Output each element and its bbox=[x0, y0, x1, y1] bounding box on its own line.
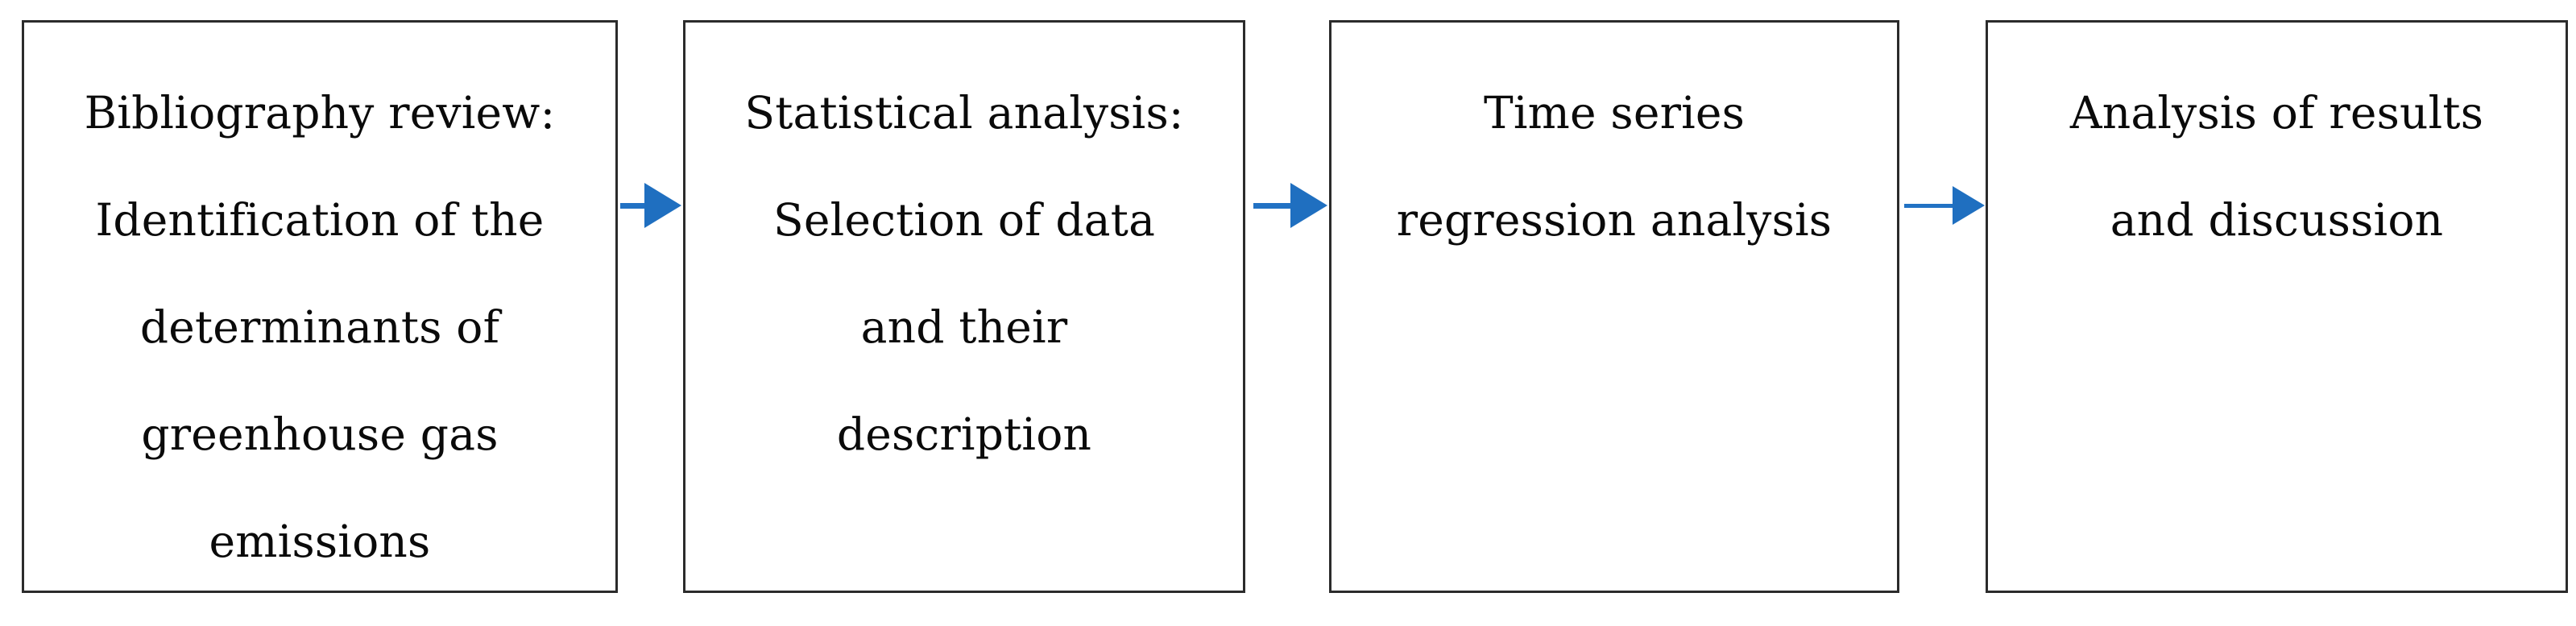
process-box-line: regression analysis bbox=[1396, 194, 1833, 246]
process-box-analysis-of-results[interactable]: Analysis of results and discussion bbox=[1986, 20, 2568, 593]
process-box-text: Bibliography review: Identification of t… bbox=[24, 60, 615, 595]
process-box-text: Statistical analysis: Selection of data … bbox=[685, 60, 1243, 488]
process-box-line: emissions bbox=[209, 516, 431, 567]
process-box-text: Time series regression analysis bbox=[1331, 60, 1897, 274]
arrow-right-icon-step2-to-step3 bbox=[1253, 183, 1327, 228]
process-box-time-series-regression[interactable]: Time series regression analysis bbox=[1329, 20, 1899, 593]
arrow-shaft bbox=[1904, 203, 1954, 208]
process-box-line: and discussion bbox=[2110, 194, 2444, 246]
process-box-line: and their bbox=[860, 301, 1068, 353]
process-box-text: Analysis of results and discussion bbox=[1988, 60, 2566, 274]
process-box-line: determinants of bbox=[139, 301, 500, 353]
process-box-line: Time series bbox=[1483, 87, 1746, 139]
arrow-right-icon-step1-to-step2 bbox=[620, 183, 681, 228]
process-box-bibliography-review[interactable]: Bibliography review: Identification of t… bbox=[22, 20, 618, 593]
process-box-line: Analysis of results bbox=[2069, 87, 2484, 139]
arrow-head bbox=[644, 183, 681, 228]
process-box-line: Bibliography review: bbox=[84, 87, 556, 139]
arrow-shaft bbox=[620, 202, 646, 209]
process-box-statistical-analysis[interactable]: Statistical analysis: Selection of data … bbox=[683, 20, 1245, 593]
process-box-line: Selection of data bbox=[772, 194, 1156, 246]
process-box-line: Identification of the bbox=[95, 194, 545, 246]
process-box-line: greenhouse gas bbox=[141, 408, 499, 460]
arrow-head bbox=[1953, 186, 1985, 225]
process-box-line: description bbox=[836, 408, 1092, 460]
process-box-line: Statistical analysis: bbox=[744, 87, 1184, 139]
arrow-right-icon-step3-to-step4 bbox=[1904, 183, 1985, 228]
arrow-shaft bbox=[1253, 202, 1292, 209]
arrow-head bbox=[1290, 183, 1327, 228]
